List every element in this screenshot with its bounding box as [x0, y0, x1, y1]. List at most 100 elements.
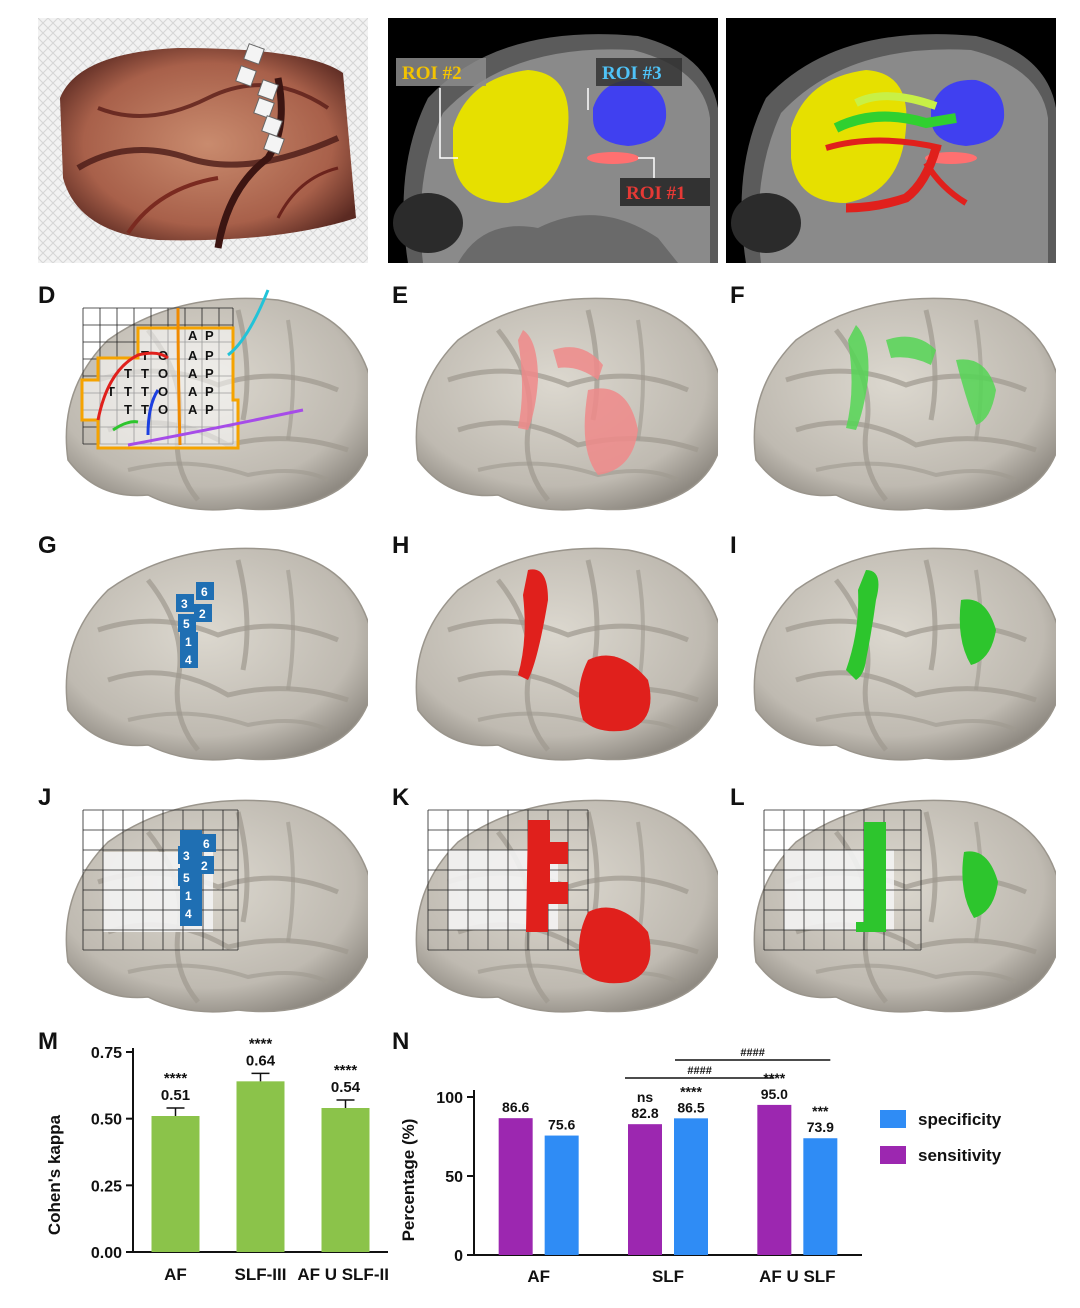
- kappa-value-label: 0.51: [161, 1087, 190, 1104]
- grid-letter: O: [158, 384, 168, 399]
- grid-letter: O: [158, 366, 168, 381]
- percentage-bar-sensitivity: [498, 1118, 533, 1255]
- roi-1-label: ROI #1: [626, 183, 686, 204]
- electrode-label: 2: [201, 859, 208, 873]
- fiber-region-red: [526, 820, 651, 984]
- grid-letter: P: [205, 366, 214, 381]
- brain-fibers-green: [726, 520, 1056, 775]
- sulcus-line-cyan: [227, 289, 270, 357]
- percentage-y-tick-label: 50: [445, 1169, 463, 1186]
- kappa-x-tick-label: AF: [164, 1265, 187, 1284]
- panel-label-h: H: [392, 532, 410, 559]
- grid-letter-labels: A P T O A P T T O A P T T T O A P T T O …: [107, 328, 214, 417]
- percentage-bar-specificity: [544, 1135, 579, 1255]
- panel-label-j: J: [38, 784, 52, 811]
- panel-label-n: N: [392, 1028, 410, 1055]
- brain-surface: [66, 548, 368, 759]
- electrode-label: 6: [203, 837, 210, 851]
- percentage-bar-sensitivity: [628, 1124, 662, 1255]
- kappa-bar: [151, 1116, 200, 1252]
- brain-grid-fibers-red: [388, 772, 718, 1027]
- percentage-y-tick-label: 100: [436, 1090, 463, 1107]
- grid-letter: A: [188, 384, 198, 399]
- sulcus-line-red: [96, 351, 169, 421]
- sulcus-line-purple: [127, 408, 304, 447]
- grid-letter: T: [141, 402, 149, 417]
- kappa-significance-label: ****: [334, 1062, 358, 1079]
- percentage-value-label: 73.9: [807, 1119, 834, 1135]
- electrode-markers: 6 3 2 5 1 4: [176, 582, 214, 668]
- stimulation-grid: [763, 809, 922, 951]
- kappa-x-tick-label: AF U SLF-III: [297, 1265, 388, 1284]
- kappa-significance-label: ****: [249, 1035, 273, 1052]
- roi-2-region: [453, 70, 569, 203]
- kappa-value-label: 0.64: [246, 1052, 276, 1069]
- kappa-value-label: 0.54: [331, 1079, 361, 1096]
- percentage-bar-specificity: [674, 1118, 708, 1255]
- kappa-bar-chart: Cohen's kappa 0.000.250.500.750.51****AF…: [45, 1035, 388, 1284]
- kappa-y-tick-label: 0.75: [91, 1045, 122, 1062]
- grid-letter: T: [141, 348, 149, 363]
- mri-tractography-panel: [726, 18, 1056, 263]
- panel-label-e: E: [392, 282, 409, 309]
- grid-letter: P: [205, 348, 214, 363]
- percentage-value-label: 75.6: [548, 1117, 575, 1133]
- electrode-label: 5: [183, 871, 190, 885]
- electrode-label: 4: [185, 907, 192, 921]
- kappa-y-tick-label: 0.00: [91, 1245, 122, 1262]
- brain-fibers-green-transparent: [726, 270, 1056, 525]
- kappa-significance-label: ****: [164, 1070, 188, 1087]
- brain-fibers-red-transparent: [388, 270, 718, 525]
- brain-surface: [754, 548, 1056, 759]
- electrode-label: 2: [199, 607, 206, 621]
- grid-letter: T: [107, 384, 115, 399]
- comparison-bracket-label: ####: [687, 1065, 711, 1077]
- grid-letter: O: [158, 402, 168, 417]
- brain-fibers-red: [388, 520, 718, 775]
- panel-label-g: G: [38, 532, 57, 559]
- electrode-label: 3: [183, 849, 190, 863]
- fiber-overlay-red: [518, 330, 638, 475]
- roi-2-label: ROI #2: [402, 63, 462, 84]
- brain-surface: [416, 548, 718, 759]
- percentage-x-tick-label: AF U SLF: [759, 1267, 836, 1286]
- fiber-region-red: [518, 569, 651, 732]
- grid-letter: P: [205, 384, 214, 399]
- grid-letter: P: [205, 328, 214, 343]
- legend-label-sensitivity: sensitivity: [918, 1146, 1002, 1165]
- brain-grid-electrodes: 6 3 2 5 1 4: [38, 772, 368, 1027]
- kappa-y-tick-label: 0.50: [91, 1112, 122, 1129]
- percentage-y-tick-label: 0: [454, 1248, 463, 1265]
- panel-label-d: D: [38, 282, 56, 309]
- electrode-label: 1: [185, 889, 192, 903]
- percentage-bar-sensitivity: [757, 1104, 792, 1255]
- percentage-value-label: 86.6: [502, 1099, 529, 1115]
- percentage-x-tick-label: SLF: [652, 1267, 684, 1286]
- grid-letter: T: [141, 366, 149, 381]
- comparison-bracket-label: ####: [740, 1047, 764, 1059]
- percentage-value-label: 86.5: [677, 1099, 704, 1115]
- legend-swatch-sensitivity: [880, 1146, 906, 1164]
- roi-3-label: ROI #3: [602, 63, 662, 84]
- percentage-significance-label: ns: [637, 1089, 654, 1105]
- sulcus-line-green: [112, 420, 139, 432]
- fiber-overlay-green: [846, 325, 996, 430]
- grid-letter: T: [124, 366, 132, 381]
- electrode-tags: [235, 43, 285, 155]
- panel-label-m: M: [38, 1028, 58, 1055]
- percentage-x-tick-label: AF: [527, 1267, 550, 1286]
- electrode-label: 3: [181, 597, 188, 611]
- grid-letter: P: [205, 402, 214, 417]
- panel-label-f: F: [730, 282, 745, 309]
- percentage-value-label: 82.8: [631, 1105, 658, 1121]
- sulcus-line-blue: [146, 389, 160, 436]
- kappa-y-axis-label: Cohen's kappa: [45, 1114, 64, 1235]
- electrode-markers: 6 3 2 5 1 4: [178, 834, 216, 922]
- grid-letter: A: [188, 366, 198, 381]
- kappa-y-tick-label: 0.25: [91, 1178, 122, 1195]
- grid-letter: A: [188, 402, 198, 417]
- panel-label-i: I: [730, 532, 737, 559]
- percentage-y-axis-label: Percentage (%): [399, 1119, 418, 1242]
- brain-surface: [754, 298, 1056, 509]
